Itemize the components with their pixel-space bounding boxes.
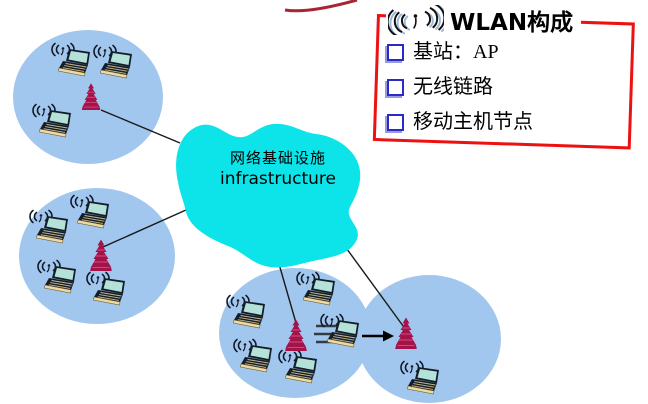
legend-item: 基站：AP <box>385 40 533 64</box>
wifi-signal-icon <box>388 5 444 35</box>
legend-title: WLAN构成 <box>386 2 582 38</box>
wired-link-bottom-left <box>276 256 297 324</box>
legend-item: 无线链路 <box>385 75 533 99</box>
legend-title-text: WLAN构成 <box>450 10 574 36</box>
legend-items: 基站：AP 无线链路 移动主机节点 <box>385 40 533 134</box>
wireless-cell-bottom-right <box>357 275 501 403</box>
wired-link-top-left <box>100 109 181 144</box>
wired-links <box>100 109 407 331</box>
infrastructure-cloud <box>176 123 361 268</box>
legend-item-label: 基站：AP <box>413 41 499 63</box>
red-pen-stroke <box>284 0 358 13</box>
square-bullet-icon <box>387 44 404 61</box>
square-bullet-icon <box>387 79 404 96</box>
legend-item-label: 无线链路 <box>413 76 493 98</box>
handoff-arrowhead <box>383 330 394 342</box>
legend-item: 移动主机节点 <box>385 110 533 134</box>
square-bullet-icon <box>387 114 404 131</box>
wired-link-bottom-right <box>343 244 407 331</box>
wired-link-mid-left <box>102 209 187 248</box>
legend-item-label: 移动主机节点 <box>413 111 533 133</box>
